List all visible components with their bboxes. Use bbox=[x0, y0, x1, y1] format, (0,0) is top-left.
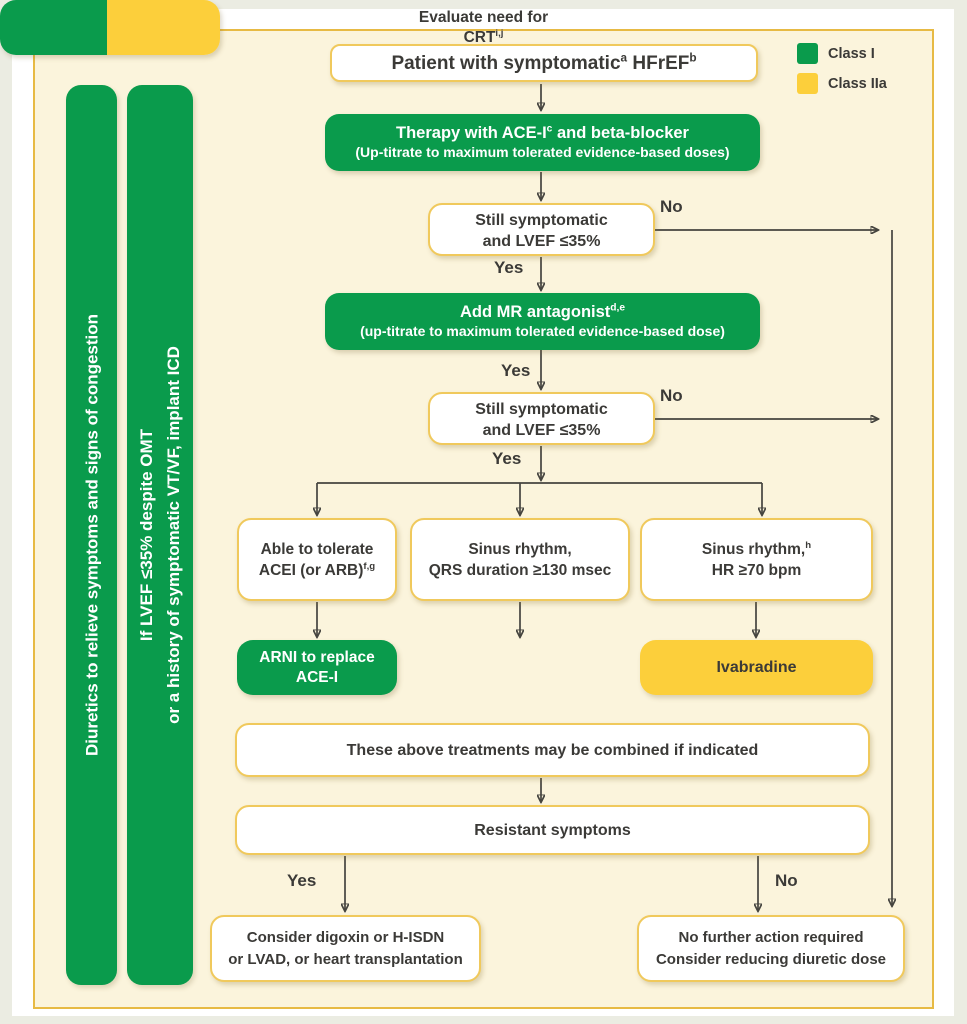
decision1-line2: and LVEF ≤35% bbox=[482, 233, 601, 250]
branch-qrs-node: Sinus rhythm, QRS duration ≥130 msec bbox=[410, 518, 630, 601]
diuretics-bar: Diuretics to relieve symptoms and signs … bbox=[66, 85, 117, 985]
crt-node-yellow-half: Evaluate need for CRTi,j bbox=[107, 0, 967, 1024]
ace-beta-line1: Therapy with ACE-Ic and beta-blocker bbox=[325, 123, 760, 143]
decision2-line2: and LVEF ≤35% bbox=[482, 422, 601, 439]
yes-label-2: Yes bbox=[501, 361, 531, 380]
decision1-line1: Still symptomatic bbox=[475, 212, 608, 229]
yes-label-3: Yes bbox=[492, 449, 522, 468]
decision1-node: Still symptomatic and LVEF ≤35% bbox=[428, 203, 655, 256]
branch-qrs-line2: QRS duration ≥130 msec bbox=[428, 561, 612, 579]
no-label-2: No bbox=[660, 386, 683, 405]
patient-node: Patient with symptomatica HFrEFb bbox=[330, 44, 758, 82]
no-label-1: No bbox=[660, 197, 683, 216]
yes-label-4: Yes bbox=[287, 871, 317, 890]
combined-treatments-node: These above treatments may be combined i… bbox=[235, 723, 870, 777]
no-label-3: No bbox=[775, 871, 798, 890]
crt-line1-dark: Evaluate need for bbox=[418, 9, 549, 26]
no-action-line1: No further action required bbox=[678, 929, 864, 946]
patient-node-text2: HFrEF bbox=[627, 53, 690, 74]
branch-hr-node: Sinus rhythm,h HR ≥70 bpm bbox=[640, 518, 873, 601]
branch-hr-line2: HR ≥70 bpm bbox=[711, 561, 802, 579]
branch-acei-line2: ACEI (or ARB)f,g bbox=[239, 560, 395, 581]
crt-line2-dark: CRTi,j bbox=[463, 27, 504, 46]
advanced-therapy-line2: or LVAD, or heart transplantation bbox=[228, 950, 463, 968]
ace-beta-line1-text: Therapy with ACE-I bbox=[396, 124, 547, 142]
arni-line1: ARNI to replace bbox=[259, 649, 375, 666]
decision2-node: Still symptomatic and LVEF ≤35% bbox=[428, 392, 655, 445]
footnote-a: a bbox=[620, 51, 628, 65]
advanced-therapy-node: Consider digoxin or H-ISDN or LVAD, or h… bbox=[210, 915, 481, 982]
resistant-symptoms-node: Resistant symptoms bbox=[235, 805, 870, 855]
branch-hr-line1-text: Sinus rhythm, bbox=[701, 540, 806, 558]
yes-label-1: Yes bbox=[494, 258, 524, 277]
ivabradine-node: Ivabradine bbox=[640, 640, 873, 695]
branch-acei-node: Able to tolerate ACEI (or ARB)f,g bbox=[237, 518, 397, 601]
footnote-b: b bbox=[689, 51, 697, 65]
crt-line2: CRTi,j bbox=[463, 27, 504, 46]
ace-beta-line1-text2: and beta-blocker bbox=[552, 124, 689, 142]
branch-acei-line2-text: ACEI (or ARB) bbox=[258, 561, 364, 579]
legend-class1-swatch bbox=[797, 43, 818, 64]
ace-beta-line2: (Up-titrate to maximum tolerated evidenc… bbox=[355, 144, 730, 160]
mra-line1: Add MR antagonistd,e bbox=[325, 302, 760, 322]
footnote-fg: f,g bbox=[363, 560, 376, 572]
no-action-line2: Consider reducing diuretic dose bbox=[655, 950, 887, 968]
branch-acei-line1: Able to tolerate bbox=[260, 540, 374, 558]
footnote-c: c bbox=[546, 123, 553, 135]
arni-line2: ACE-I bbox=[295, 669, 339, 686]
decision2-line1: Still symptomatic bbox=[475, 401, 608, 418]
legend-class1-label: Class I bbox=[828, 46, 875, 62]
crt-line1: Evaluate need for bbox=[418, 9, 549, 26]
legend-class2a-swatch bbox=[797, 73, 818, 94]
branch-hr-line1: Sinus rhythm,h bbox=[642, 539, 871, 560]
footnote-h: h bbox=[805, 539, 812, 551]
legend-class2a-label: Class IIa bbox=[828, 76, 887, 92]
no-action-node: No further action required Consider redu… bbox=[637, 915, 905, 982]
footnote-de: d,e bbox=[610, 302, 626, 314]
patient-node-text: Patient with symptomatic bbox=[391, 53, 621, 74]
arni-node: ARNI to replace ACE-I bbox=[237, 640, 397, 695]
advanced-therapy-line1: Consider digoxin or H-ISDN bbox=[246, 929, 445, 946]
mra-line1-text: Add MR antagonist bbox=[459, 303, 611, 321]
icd-bar: If LVEF ≤35% despite OMT or a history of… bbox=[127, 85, 193, 985]
ace-beta-node: Therapy with ACE-Ic and beta-blocker (Up… bbox=[325, 114, 760, 171]
mra-line2: (up-titrate to maximum tolerated evidenc… bbox=[360, 323, 725, 339]
branch-qrs-line1: Sinus rhythm, bbox=[468, 540, 572, 558]
crt-node-green-half: Evaluate need for CRTi,j bbox=[0, 0, 854, 1024]
mra-node: Add MR antagonistd,e (up-titrate to maxi… bbox=[325, 293, 760, 350]
